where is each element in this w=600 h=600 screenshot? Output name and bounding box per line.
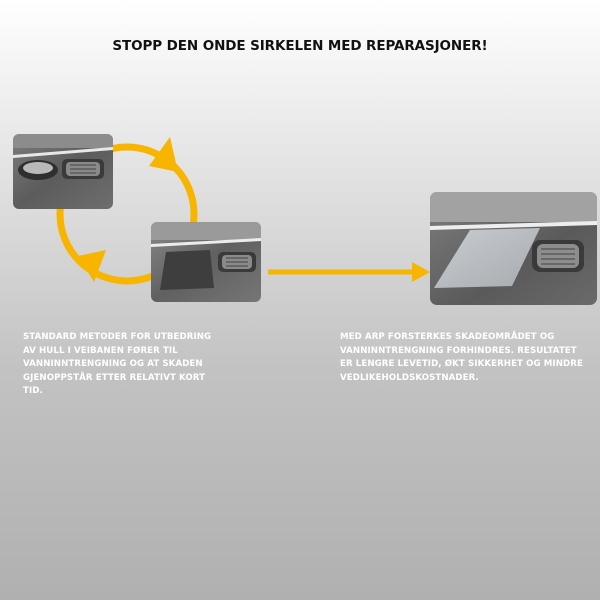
headline: STOPP DEN ONDE SIRKELEN MED REPARASJONER… xyxy=(112,38,488,54)
cycle-ring xyxy=(56,143,198,285)
arp-repair-photo xyxy=(430,192,597,305)
result-arrow-head-icon xyxy=(412,262,430,282)
patched-hole-photo xyxy=(151,222,261,302)
cycle-arrow-top-icon xyxy=(149,137,178,172)
arp-method-caption: MED ARP FORSTERKES SKADEOMRÅDET OG VANNI… xyxy=(340,332,583,383)
standard-method-caption: STANDARD METODER FOR UTBEDRING AV HULL I… xyxy=(23,332,212,397)
cycle-arrow-bottom-icon xyxy=(78,250,106,282)
pothole-photo xyxy=(13,134,113,209)
